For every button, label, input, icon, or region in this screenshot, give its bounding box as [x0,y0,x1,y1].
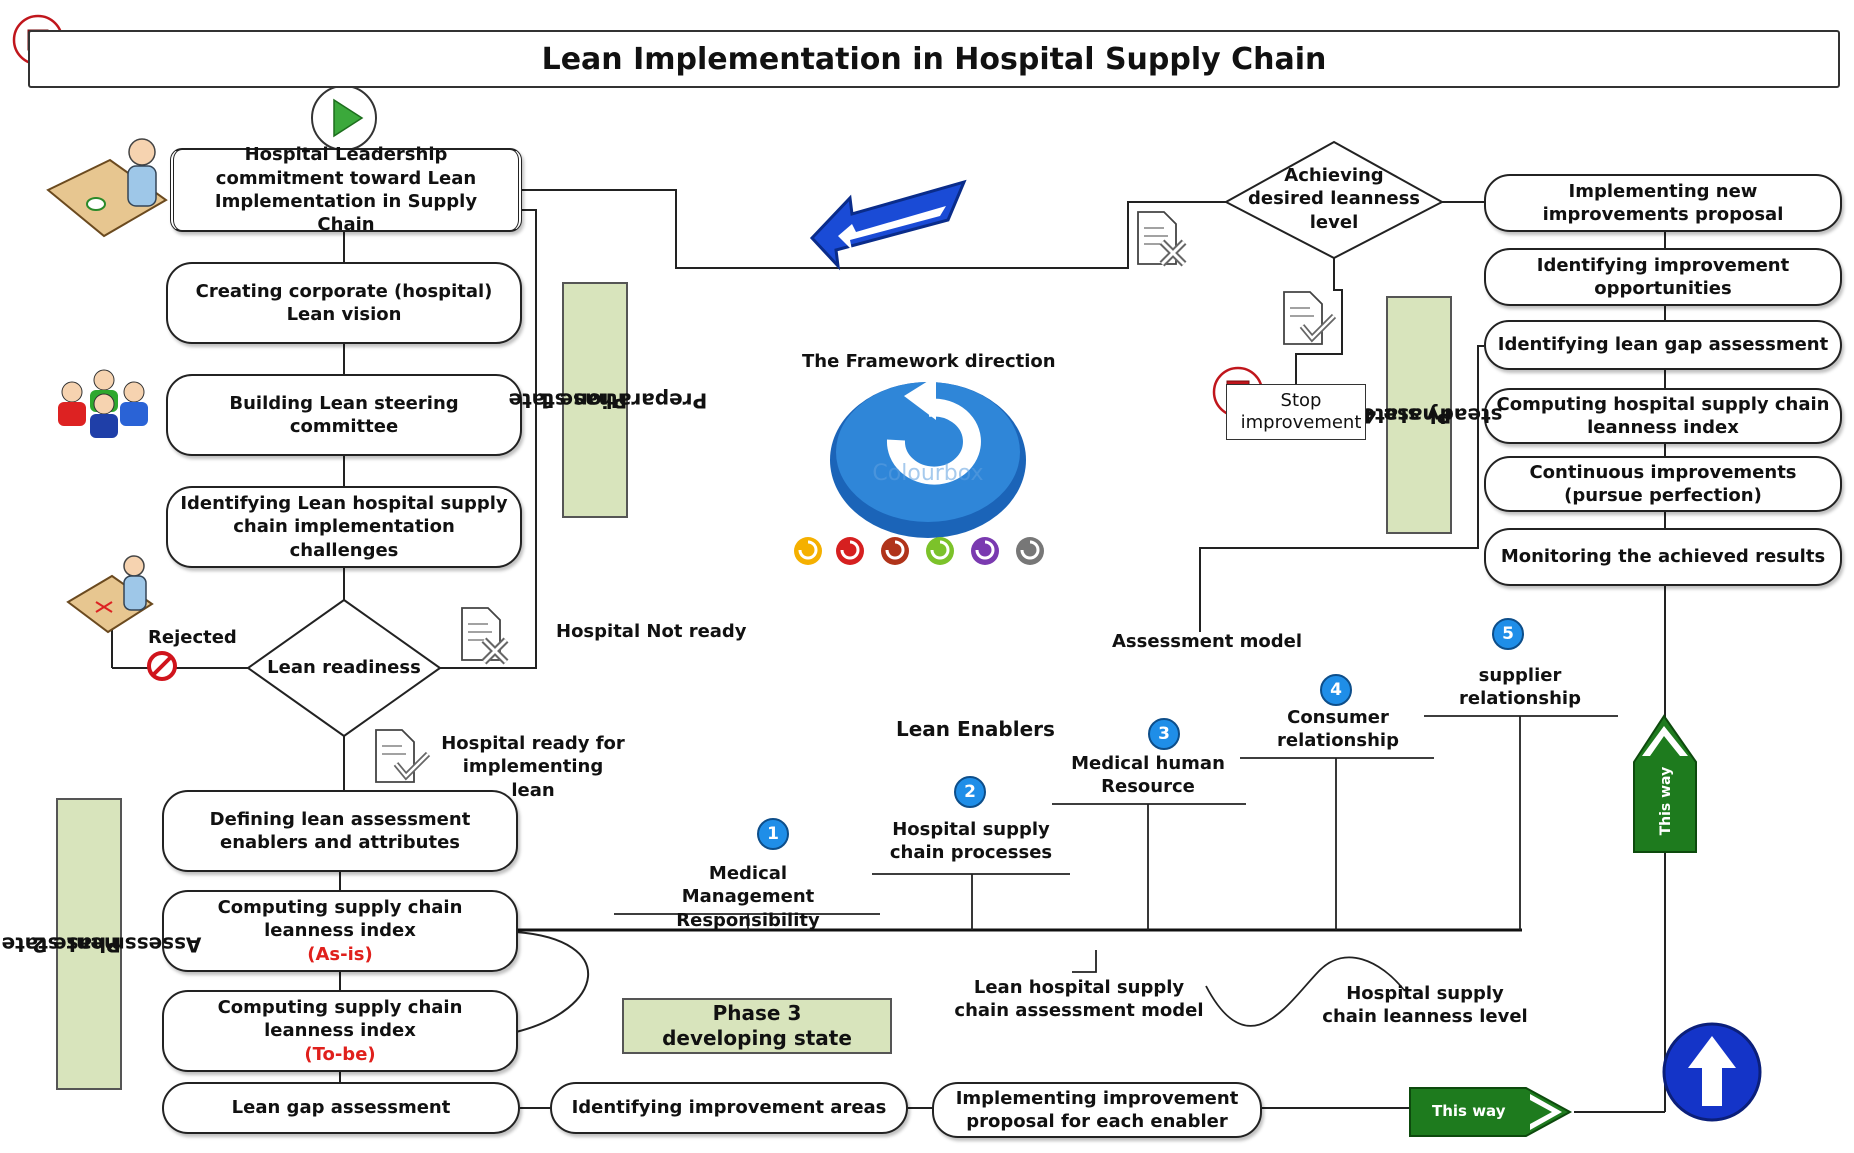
node-areas: Identifying improvement areas [550,1082,908,1134]
node-opportunities: Identifying improvement opportunities [1484,248,1842,306]
readiness-diamond-shape [246,598,442,738]
team-icon [58,369,148,438]
watermark: Colourbox [872,461,983,486]
enabler-3-label: Medical human Resource [1071,753,1225,798]
rejected-document-icon [1137,211,1187,267]
rejected-document-icon [461,607,509,665]
node-gap-right: Identifying lean gap assessment [1484,320,1842,370]
title-bar: Lean Implementation in Hospital Supply C… [28,30,1840,88]
stop-improvement-box: Stop improvement [1226,384,1366,440]
node-challenges: Identifying Lean hospital supply chain i… [166,486,522,568]
enabler-2-badge: 2 [954,776,986,808]
person-at-desk-icon [66,555,154,634]
node-implementing: Implementing improvement proposal for ea… [932,1082,1262,1138]
enabler-4-badge: 4 [1320,674,1352,706]
achieving-diamond-shape [1223,140,1445,260]
this-way-up-label: This way [1657,766,1674,836]
enabler-5-label: supplier relationship [1459,665,1581,710]
leanness-level-label: Hospital supply chain leanness level [1322,983,1528,1028]
node-computing-asis: Computing supply chain leanness index (A… [162,890,518,972]
node-monitoring: Monitoring the achieved results [1484,528,1842,586]
node-committee: Building Lean steering committee [166,374,522,456]
refresh-icon: Colourbox [794,376,1044,565]
mini-refresh-icons [794,537,1044,565]
approved-document-icon [375,729,431,783]
enabler-5-badge: 5 [1492,618,1524,650]
node-gap: Lean gap assessment [162,1082,520,1134]
this-way-right-arrow [1409,1087,1573,1137]
node-defining: Defining lean assessment enablers and at… [162,790,518,872]
rejected-label: Rejected [148,627,237,648]
assessment-model-label: Assessment model [1112,631,1303,652]
readiness-diamond-label: Lean readiness [267,657,421,678]
achieving-diamond-label: Achieving desired leanness level [1248,165,1421,233]
assessment-model-long-label: Lean hospital supply chain assessment mo… [954,977,1204,1022]
person-at-desk-icon [46,138,168,238]
this-way-right-label: This way [1432,1102,1506,1120]
enabler-1-badge: 1 [757,818,789,850]
enabler-4-label: Consumer relationship [1277,707,1399,752]
no-entry-icon [147,651,177,681]
this-way-up-arrow [1633,714,1697,853]
lean-enablers-label: Lean Enablers [896,717,1055,741]
play-icon [311,85,377,151]
node-leadership: Hospital Leadership commitment toward Le… [170,144,522,235]
enabler-3-badge: 3 [1148,718,1180,750]
node-vision: Creating corporate (hospital) Lean visio… [166,262,522,344]
node-new-proposal: Implementing new improvements proposal [1484,174,1842,232]
as-is-tag: (As-is) [307,943,373,965]
node-computing-right: Computing hospital supply chain leanness… [1484,388,1842,444]
not-ready-label: Hospital Not ready [556,621,747,642]
framework-direction-label: The Framework direction [802,351,1056,372]
approved-document-icon [1283,291,1337,345]
back-arrow-icon [809,179,967,271]
node-computing-tobe: Computing supply chain leanness index (T… [162,990,518,1072]
page-title: Lean Implementation in Hospital Supply C… [541,41,1327,77]
node-continuous: Continuous improvements (pursue perfecti… [1484,456,1842,512]
up-arrow-icon [1662,1022,1762,1122]
enabler-1-label: Medical Management Responsibility [676,863,820,931]
enabler-2-label: Hospital supply chain processes [889,819,1053,864]
to-be-tag: (To-be) [304,1043,376,1065]
ready-label: Hospital ready for implementing lean [441,733,625,801]
